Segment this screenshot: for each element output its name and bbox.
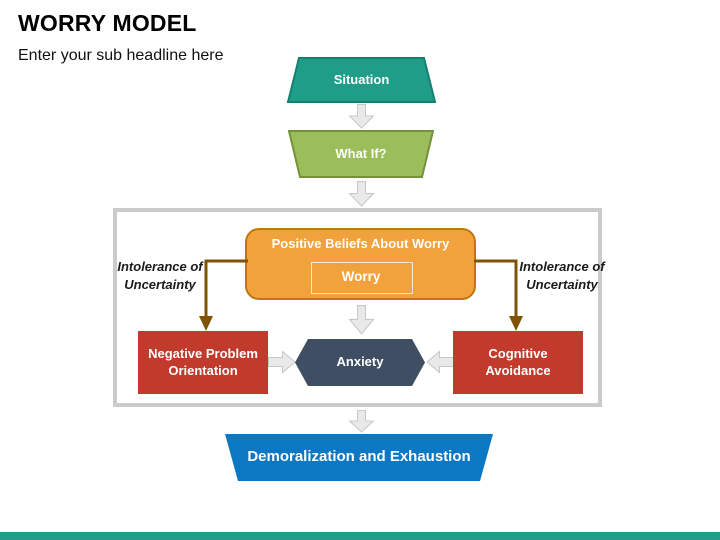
demoralization-label: Demoralization and Exhaustion <box>247 448 471 466</box>
positive-beliefs-shape <box>245 228 476 300</box>
connector-arrow-left-icon <box>199 259 248 331</box>
page-subtitle: Enter your sub headline here <box>18 47 224 64</box>
down-arrow-icon <box>348 104 375 129</box>
negative-problem-orientation-shape <box>138 331 268 394</box>
what-if-label: What If? <box>335 146 387 162</box>
what-if-shape <box>288 130 434 178</box>
left-arrow-icon <box>426 350 454 374</box>
positive-beliefs-label: Positive Beliefs About Worry <box>271 235 450 251</box>
worry-shape <box>311 262 413 294</box>
anxiety-shape <box>295 339 425 386</box>
down-arrow-icon <box>348 305 375 335</box>
down-arrow-icon <box>348 181 375 207</box>
demoralization-shape <box>225 434 493 481</box>
situation-shape <box>286 57 437 103</box>
cognitive-avoidance-shape <box>453 331 583 394</box>
situation-label: Situation <box>333 71 390 87</box>
cognitive-avoidance-label: Cognitive Avoidance <box>453 331 583 394</box>
intolerance-uncertainty-label-left: Intolerance of Uncertainty <box>117 259 203 292</box>
negative-problem-orientation-label: Negative Problem Orientation <box>148 346 258 378</box>
connector-arrow-right-icon <box>474 259 523 331</box>
down-arrow-icon <box>348 410 375 433</box>
intolerance-uncertainty-label-right: Intolerance of Uncertainty <box>519 259 605 292</box>
right-arrow-icon <box>268 350 296 374</box>
cognitive-avoidance-text: Cognitive Avoidance <box>485 346 551 378</box>
anxiety-label: Anxiety <box>336 354 384 370</box>
worry-label: Worry <box>341 268 381 284</box>
footer-accent-bar <box>0 532 720 540</box>
page-title: WORRY MODEL <box>18 10 197 36</box>
